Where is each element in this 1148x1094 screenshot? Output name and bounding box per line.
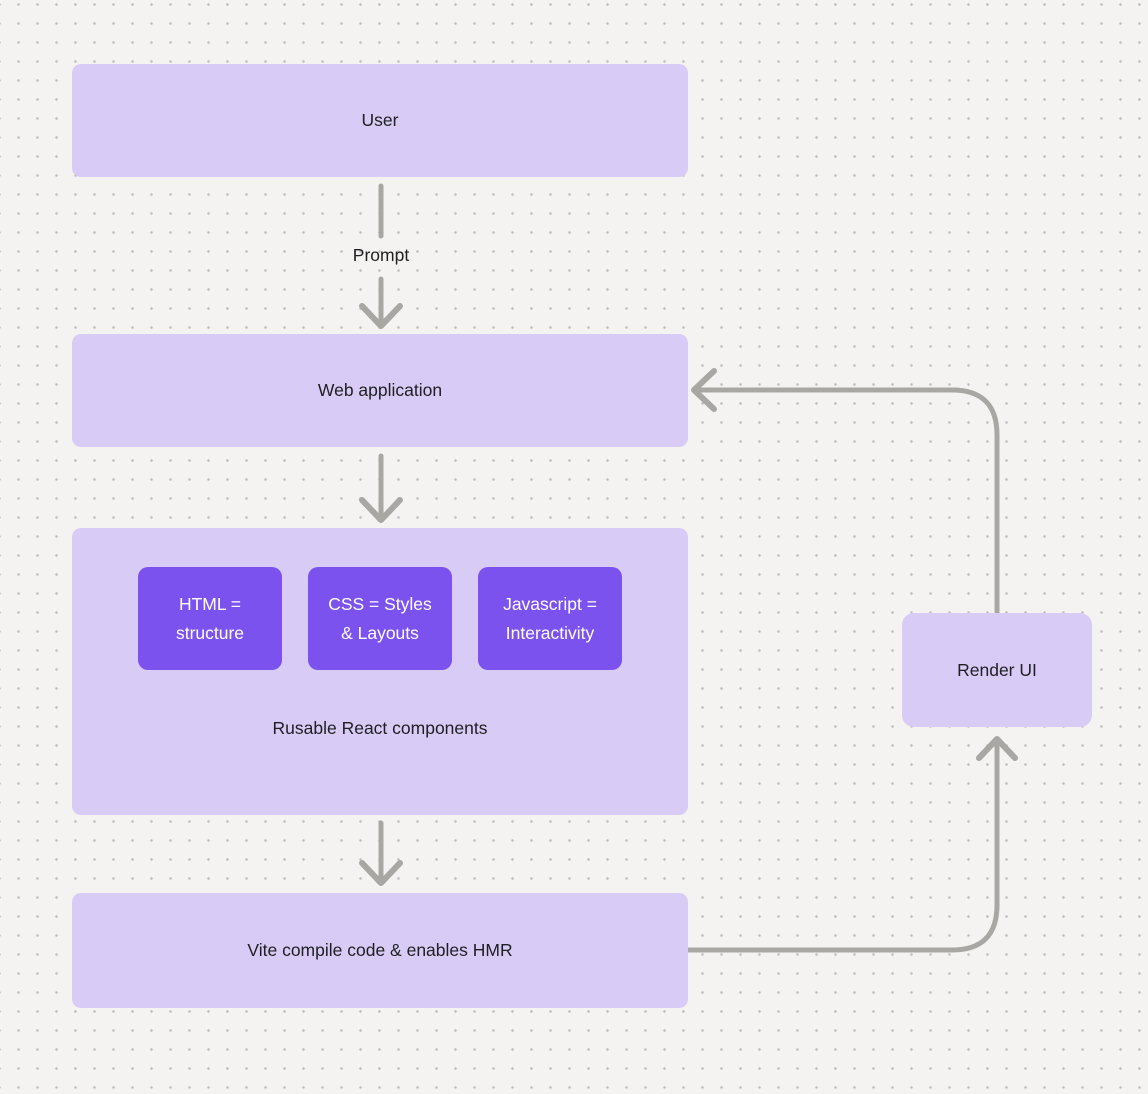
node-render-ui: Render UI xyxy=(902,613,1092,727)
chip-css: CSS = Styles & Layouts xyxy=(308,567,452,670)
node-render-ui-label: Render UI xyxy=(957,659,1037,680)
node-react-components-group: HTML = structure CSS = Styles & Layouts … xyxy=(72,528,688,815)
node-web-application-label: Web application xyxy=(317,380,443,400)
node-vite: Vite compile code & enables HMR xyxy=(72,893,688,1008)
edge-renderui-to-webapp xyxy=(698,387,1000,616)
arrowhead-down-components xyxy=(359,497,403,523)
chip-css-label: CSS = Styles & Layouts xyxy=(328,594,432,643)
chip-html-label: HTML = structure xyxy=(175,594,245,643)
group-caption: Rusable React components xyxy=(272,718,488,738)
node-user-label: User xyxy=(361,110,399,130)
chip-javascript: Javascript = Interactivity xyxy=(478,567,622,670)
chip-javascript-label: Javascript = Interactivity xyxy=(503,594,597,643)
node-vite-label: Vite compile code & enables HMR xyxy=(247,940,513,960)
node-web-application: Web application xyxy=(72,334,688,447)
edge-label-prompt: Prompt xyxy=(352,245,410,265)
chip-row: HTML = structure CSS = Styles & Layouts … xyxy=(138,567,622,670)
node-user: User xyxy=(72,64,688,177)
arrowhead-down-webapp xyxy=(359,303,403,329)
arrowhead-left-webapp xyxy=(691,368,717,412)
chip-html: HTML = structure xyxy=(138,567,282,670)
arrowhead-down-vite xyxy=(359,860,403,886)
edge-vite-to-renderui xyxy=(685,741,1000,953)
arrowhead-up-renderui xyxy=(976,736,1018,761)
